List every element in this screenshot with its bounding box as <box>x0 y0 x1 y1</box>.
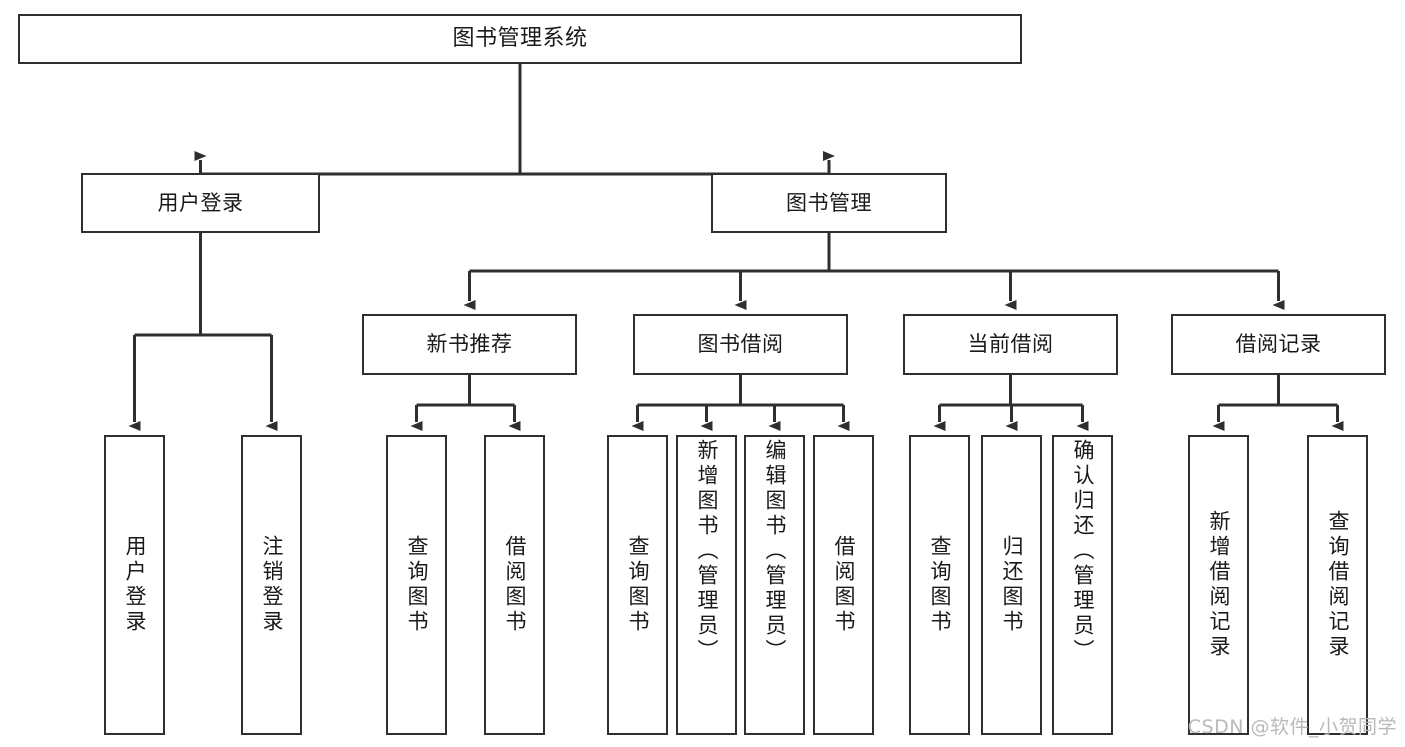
node-record[interactable]: 借阅记录 <box>1171 314 1386 375</box>
node-leaf-c-query[interactable]: 查询图书 <box>909 435 970 735</box>
node-login[interactable]: 用户登录 <box>81 173 320 233</box>
node-label: 查询借阅记录 <box>1326 510 1350 660</box>
node-leaf-c-return[interactable]: 归还图书 <box>981 435 1042 735</box>
node-label: 新增借阅记录 <box>1207 510 1231 660</box>
node-leaf-c-confirm[interactable]: 确认归还（管理员） <box>1052 435 1113 735</box>
node-label: 图书借阅 <box>697 332 784 357</box>
node-current[interactable]: 当前借阅 <box>903 314 1118 375</box>
node-label: 图书管理 <box>786 190 872 215</box>
node-label: 借阅图书 <box>832 535 856 635</box>
node-leaf-b-edit[interactable]: 编辑图书（管理员） <box>744 435 805 735</box>
watermark-label: CSDN @软件_小贺同学 <box>1187 716 1397 738</box>
node-label: 新书推荐 <box>426 332 513 357</box>
node-leaf-r-query[interactable]: 查询借阅记录 <box>1307 435 1368 735</box>
node-label: 当前借阅 <box>967 332 1054 357</box>
node-label: 确认归还（管理员） <box>1071 439 1095 664</box>
node-label: 查询图书 <box>928 535 952 635</box>
node-label: 借阅记录 <box>1235 332 1322 357</box>
node-label: 用户登录 <box>123 535 147 635</box>
node-label: 查询图书 <box>405 535 429 635</box>
node-leaf-nb-borrow[interactable]: 借阅图书 <box>484 435 545 735</box>
node-label: 编辑图书（管理员） <box>763 439 787 664</box>
node-newbook[interactable]: 新书推荐 <box>362 314 577 375</box>
node-bookmgmt[interactable]: 图书管理 <box>711 173 947 233</box>
node-leaf-logout[interactable]: 注销登录 <box>241 435 302 735</box>
node-label: 注销登录 <box>260 535 284 635</box>
node-leaf-b-query[interactable]: 查询图书 <box>607 435 668 735</box>
node-label: 新增图书（管理员） <box>695 439 719 664</box>
node-borrow[interactable]: 图书借阅 <box>633 314 848 375</box>
node-leaf-b-borrow[interactable]: 借阅图书 <box>813 435 874 735</box>
node-leaf-login[interactable]: 用户登录 <box>104 435 165 735</box>
node-root[interactable]: 图书管理系统 <box>18 14 1022 64</box>
node-label: 归还图书 <box>1000 535 1024 635</box>
node-label: 图书管理系统 <box>452 26 588 52</box>
node-label: 查询图书 <box>626 535 650 635</box>
node-leaf-b-add[interactable]: 新增图书（管理员） <box>676 435 737 735</box>
node-leaf-nb-query[interactable]: 查询图书 <box>386 435 447 735</box>
node-leaf-r-add[interactable]: 新增借阅记录 <box>1188 435 1249 735</box>
node-label: 用户登录 <box>157 190 244 215</box>
node-label: 借阅图书 <box>503 535 527 635</box>
